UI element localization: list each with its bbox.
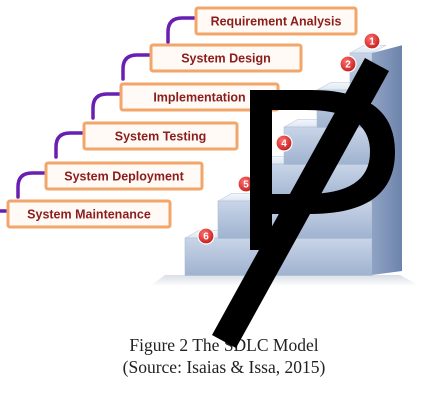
- stair-front-2: [217, 200, 373, 239]
- step-box-4: System Testing: [82, 121, 239, 151]
- stair-side-wall: [372, 45, 402, 275]
- step-label-4: System Testing: [115, 130, 206, 144]
- step-badge-number-6: 6: [203, 232, 209, 243]
- stair-front-1: [184, 237, 373, 276]
- stair-front-3: [250, 163, 373, 202]
- staircase-shadow: [150, 275, 420, 286]
- step-badge-3: 3: [309, 91, 327, 109]
- connector-5: [16, 171, 52, 199]
- step-badge-circle-1: [363, 32, 381, 50]
- connector-3: [91, 92, 127, 120]
- step-box-frame-1: [194, 6, 358, 36]
- stair-front-4: [283, 126, 373, 165]
- caption-title: Figure 2 The SDLC Model: [129, 335, 319, 355]
- step-badge-number-3: 3: [315, 96, 321, 107]
- connector-2: [121, 53, 157, 81]
- step-badge-2: 2: [339, 55, 357, 73]
- step-badge-number-5: 5: [243, 180, 249, 191]
- step-badge-4: 4: [275, 134, 293, 152]
- connector-1: [166, 16, 202, 44]
- step-badge-6: 6: [197, 227, 215, 245]
- step-box-3: Implementation: [119, 82, 280, 112]
- connector-group: [0, 16, 202, 213]
- caption-source: (Source: Isaias & Issa, 2015): [122, 357, 326, 377]
- step-box-1: Requirement Analysis: [194, 6, 358, 36]
- staircase: [184, 44, 402, 276]
- step-box-2: System Design: [149, 43, 303, 73]
- figure-caption: Figure 2 The SDLC Model (Source: Isaias …: [0, 334, 448, 378]
- step-box-frame-6: [6, 199, 172, 229]
- connector-4: [54, 131, 90, 159]
- step-badge-number-1: 1: [369, 37, 375, 48]
- step-badge-number-4: 4: [281, 139, 287, 150]
- step-box-6: System Maintenance: [6, 199, 172, 229]
- step-badge-1: 1: [363, 32, 381, 50]
- step-label-2: System Design: [181, 52, 271, 66]
- step-label-5: System Deployment: [64, 170, 184, 184]
- step-box-5: System Deployment: [44, 161, 204, 191]
- step-label-3: Implementation: [153, 91, 245, 105]
- step-label-1: Requirement Analysis: [211, 15, 342, 29]
- step-badge-5: 5: [237, 175, 255, 193]
- step-label-6: System Maintenance: [27, 208, 151, 222]
- step-badge-number-2: 2: [345, 60, 351, 71]
- step-box-frame-5: [44, 161, 204, 191]
